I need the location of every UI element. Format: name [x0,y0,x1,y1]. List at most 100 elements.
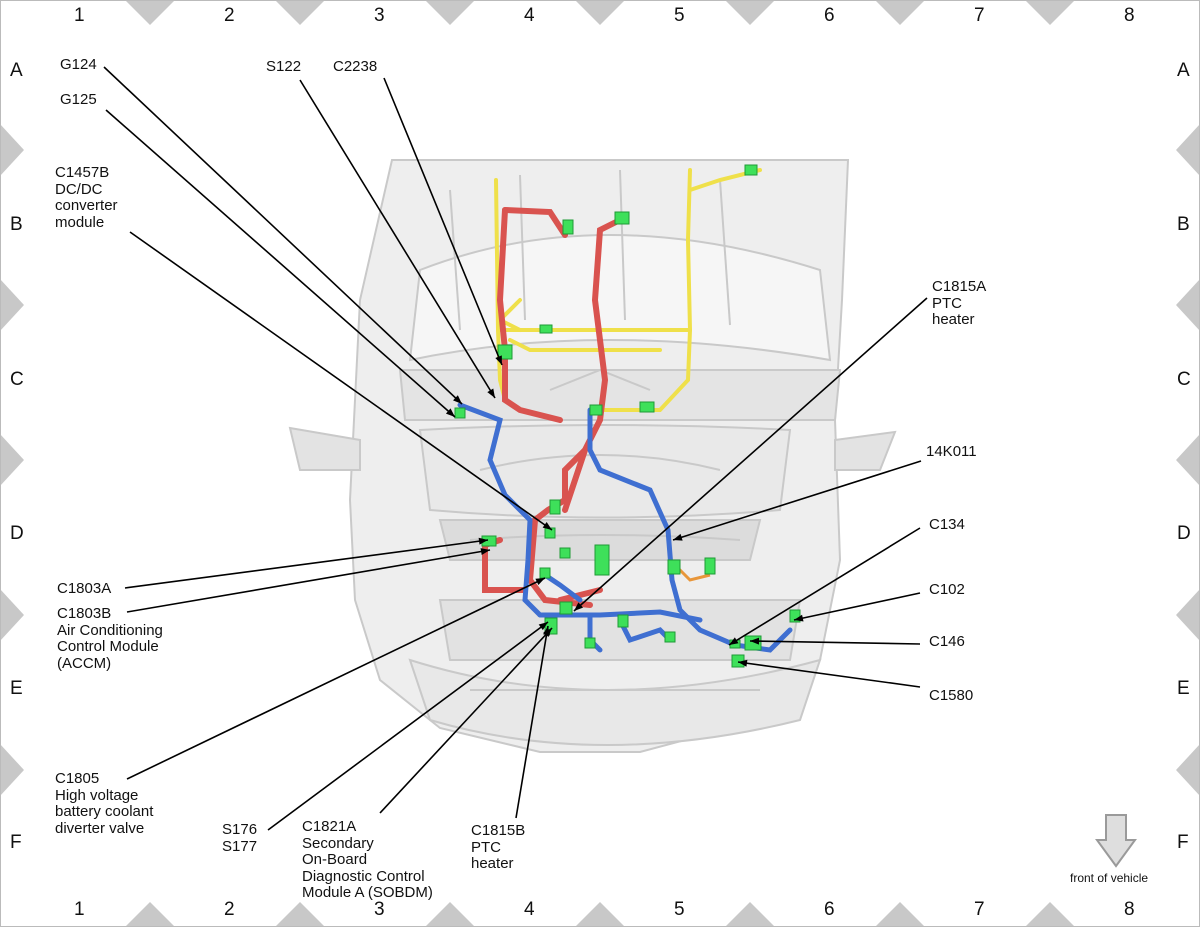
border-chevron [1025,0,1075,25]
leader-arrowhead-c1815b [543,626,550,636]
leader-line-c1815b [515,625,549,819]
leader-arrowhead-c1803a [478,537,488,545]
border-chevron [1025,902,1075,927]
border-chevron [0,744,24,796]
leader-arrowhead-c146 [750,637,760,645]
callout-c2238: C2238 [333,58,378,75]
callout-c1457b: C1457B DC/DC converter module [55,164,118,231]
grid-col-label-bottom: 6 [824,899,835,920]
leader-line-s176 [267,621,549,831]
border-chevron [1176,124,1200,176]
border-chevron [125,0,175,25]
grid-row-label-right: D [1177,523,1191,544]
callout-c146: C146 [929,633,965,650]
grid-col-label-bottom: 8 [1124,899,1135,920]
border-chevron [0,434,24,486]
grid-col-label-bottom: 2 [224,899,235,920]
callout-g124: G124 [60,56,97,73]
border-chevron [1176,589,1200,641]
grid-col-label-top: 7 [974,5,985,26]
callout-c102: C102 [929,581,965,598]
border-chevron [725,0,775,25]
border-chevron [275,902,325,927]
callout-c1803a: C1803A [57,580,112,597]
grid-row-label-right: A [1177,60,1190,81]
leader-arrowhead-c2238 [495,355,502,365]
leader-line-c1805 [126,577,546,780]
grid-col-label-top: 4 [524,5,535,26]
leader-arrowhead-c1803b [480,548,490,555]
border-chevron [575,0,625,25]
leader-line-c146 [749,640,921,645]
leader-line-c1457b [129,231,553,531]
leader-arrowhead-c1580 [738,659,748,667]
border-chevron [1176,434,1200,486]
leader-arrowhead-c102 [794,614,804,622]
leader-arrowhead-14k011 [673,533,683,541]
callout-c1815a: C1815A PTC heater [932,278,987,328]
leader-arrowhead-s176 [538,622,548,631]
grid-row-label-right: B [1177,214,1190,235]
leader-line-c1803b [126,549,491,613]
grid-col-label-top: 8 [1124,5,1135,26]
leader-line-c1580 [737,661,921,688]
leader-line-14k011 [672,460,922,541]
leader-arrowhead-g125 [445,408,455,417]
front-of-vehicle-label: front of vehicle [1070,871,1149,885]
grid-row-label-left: F [10,832,22,853]
leader-arrowhead-g124 [453,395,462,404]
callout-14k011: 14K011 [926,443,977,460]
leader-line-g125 [105,109,456,418]
callout-s176-s177: S176 S177 [222,821,258,855]
harness-blue [457,402,793,653]
grid-col-label-bottom: 1 [74,899,85,920]
leader-line-c2238 [383,77,503,366]
grid-col-label-bottom: 3 [374,899,385,920]
border-chevron [125,902,175,927]
grid-row-label-right: F [1177,832,1189,853]
leader-line-c134 [728,527,921,646]
border-chevron [1176,279,1200,331]
grid-row-label-left: A [10,60,23,81]
callout-c1815b: C1815B PTC heater [471,822,526,872]
leader-line-c102 [793,592,921,621]
leader-arrowhead-c1815a [574,602,584,611]
border-chevron [0,589,24,641]
border-chevron [425,902,475,927]
border-chevron [425,0,475,25]
leader-arrowhead-s122 [487,388,495,398]
leader-line-c1821a [379,627,553,814]
grid-row-label-right: C [1177,369,1191,390]
grid-col-label-top: 5 [674,5,685,26]
grid-row-label-left: C [10,369,24,390]
grid-col-label-top: 3 [374,5,385,26]
callout-c1580: C1580 [929,687,974,704]
callout-c1805: C1805 High voltage battery coolant diver… [55,770,154,837]
harness-red [482,207,623,608]
grid-col-label-bottom: 4 [524,899,535,920]
border-chevron [875,0,925,25]
callout-s122: S122 [266,58,302,75]
grid-col-label-top: 6 [824,5,835,26]
border-chevron [275,0,325,25]
border-chevron [0,279,24,331]
leader-line-g124 [103,66,463,405]
callout-c1821a: C1821A Secondary On-Board Diagnostic Con… [302,818,433,901]
leader-line-s122 [299,79,496,399]
leader-lines [103,66,928,831]
callout-c1803b: C1803B Air Conditioning Control Module (… [57,605,163,672]
border-chevron [875,902,925,927]
grid-row-label-left: D [10,523,24,544]
grid-col-label-bottom: 5 [674,899,685,920]
grid-col-label-bottom: 7 [974,899,985,920]
grid-col-label-top: 2 [224,5,235,26]
grid-row-label-left: E [10,678,23,699]
callout-c134: C134 [929,516,965,533]
border-chevron [725,902,775,927]
leader-line-c1815a [573,297,928,612]
front-direction-arrow-icon [1095,814,1137,868]
border-chevron [1176,744,1200,796]
leader-line-c1803a [124,539,489,589]
border-chevron [0,124,24,176]
